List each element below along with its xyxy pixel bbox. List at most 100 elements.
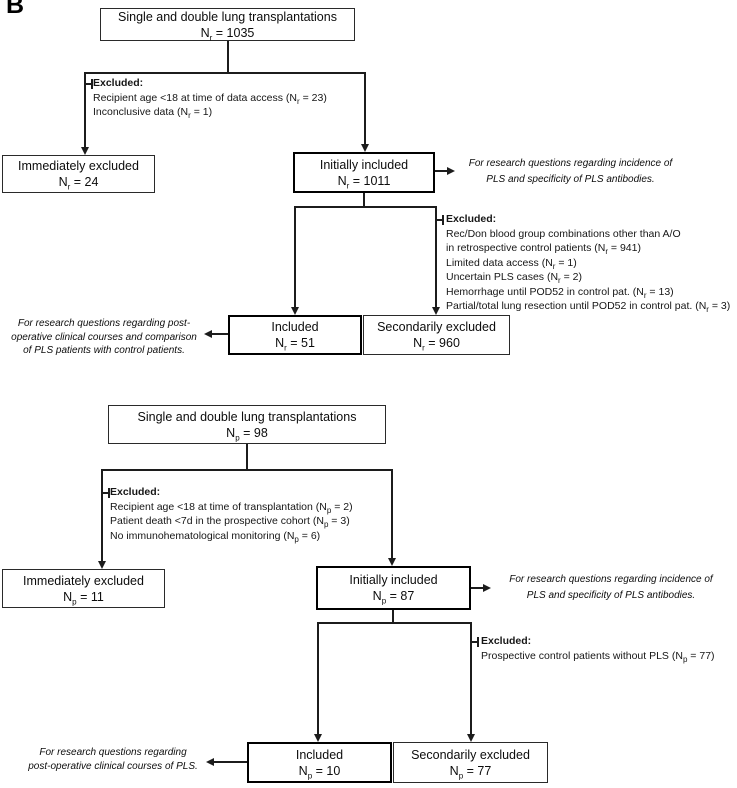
exclusion-item: Limited data access (Nr = 1) — [446, 256, 577, 271]
box-count: Nr = 24 — [58, 175, 99, 192]
box-title: Single and double lung transplantations — [137, 409, 357, 424]
exclusion-header: Excluded: — [93, 77, 144, 89]
note-line: of PLS patients with control patients. — [23, 345, 185, 356]
exclusion-item: Recipient age <18 at time of transplanta… — [110, 500, 353, 515]
connector-line — [318, 622, 472, 624]
connector-line — [471, 587, 483, 589]
box-count: Nr = 51 — [275, 336, 315, 353]
exclusion-tick-icon — [103, 488, 111, 498]
arrowhead-down-icon — [432, 307, 440, 315]
arrowhead-down-icon — [314, 734, 322, 742]
box-count: Np = 98 — [226, 425, 268, 442]
connector-line — [364, 72, 366, 144]
arrowhead-down-icon — [361, 144, 369, 152]
note-line: operative clinical courses and compariso… — [11, 331, 197, 343]
connector-line — [227, 41, 229, 72]
exclusion-header: Excluded: — [446, 213, 497, 225]
arrowhead-down-icon — [388, 558, 396, 566]
research-note-courses: For research questions regarding post- o… — [4, 317, 204, 358]
note-line: post-operative clinical courses of PLS. — [28, 761, 198, 772]
note-line: PLS and specificity of PLS antibodies. — [486, 174, 655, 185]
research-note-incidence: For research questions regarding inciden… — [490, 572, 732, 604]
secondarily-excluded-box: Secondarily excluded Np = 77 — [393, 742, 548, 783]
connector-line — [246, 444, 248, 471]
connector-line — [392, 610, 394, 624]
exclusion-header: Excluded: — [110, 486, 161, 498]
exclusion-item: Patient death <7d in the prospective coh… — [110, 515, 350, 530]
immediately-excluded-box: Immediately excluded Nr = 24 — [2, 155, 155, 193]
exclusion-item: Uncertain PLS cases (Nr = 2) — [446, 271, 583, 286]
total-transplantations-box: Single and double lung transplantations … — [108, 405, 386, 444]
initially-included-box: Initially included Nr = 1011 — [293, 152, 435, 193]
exclusion-item: Inconclusive data (Nr = 1) — [93, 106, 213, 121]
connector-line — [435, 206, 437, 307]
immediately-excluded-box: Immediately excluded Np = 11 — [2, 569, 165, 608]
initially-included-box: Initially included Np = 87 — [316, 566, 471, 610]
exclusion-item: No immunohematological monitoring (Np = … — [110, 529, 321, 544]
exclusion-item: Hemorrhage until POD52 in control pat. (… — [446, 285, 674, 300]
note-line: For research questions regarding inciden… — [509, 574, 713, 585]
included-box: Included Nr = 51 — [228, 315, 362, 355]
arrowhead-left-icon — [206, 758, 214, 766]
connector-line — [212, 333, 228, 335]
arrowhead-right-icon — [483, 584, 491, 592]
exclusion-item: Rec/Don blood group combinations other t… — [446, 227, 681, 240]
box-title: Immediately excluded — [23, 573, 144, 588]
box-title: Immediately excluded — [18, 159, 139, 173]
connector-line — [295, 206, 437, 208]
total-transplantations-box: Single and double lung transplantations … — [100, 8, 355, 42]
connector-line — [102, 469, 393, 471]
note-line: For research questions regarding — [39, 747, 187, 758]
exclusion-item: in retrospective control patients (Nr = … — [446, 242, 641, 257]
connector-line — [363, 193, 365, 208]
arrowhead-left-icon — [204, 330, 212, 338]
exclusion-header: Excluded: — [481, 635, 532, 647]
exclusion-criteria-list: Excluded: Recipient age <18 at time of t… — [110, 485, 353, 543]
connector-line — [470, 622, 472, 734]
secondarily-excluded-box: Secondarily excluded Nr = 960 — [363, 315, 510, 355]
note-line: For research questions regarding inciden… — [468, 158, 673, 169]
connector-line — [101, 469, 103, 561]
panel-label: B — [6, 0, 25, 19]
exclusion-item: Prospective control patients without PLS… — [481, 649, 715, 664]
exclusion-item: Partial/total lung resection until POD52… — [446, 300, 731, 315]
box-count: Np = 87 — [372, 589, 415, 606]
box-title: Included — [295, 747, 344, 762]
connector-line — [435, 170, 447, 172]
box-title: Included — [271, 320, 319, 334]
arrowhead-down-icon — [98, 561, 106, 569]
connector-line — [317, 622, 319, 734]
exclusion-tick-icon — [472, 637, 480, 647]
exclusion-tick-icon — [437, 215, 445, 225]
connector-line — [294, 206, 296, 307]
box-count: Nr = 1035 — [200, 25, 255, 42]
exclusion-item: Recipient age <18 at time of data access… — [93, 91, 327, 106]
exclusion-tick-icon — [86, 79, 94, 89]
note-line: For research questions regarding post- — [17, 318, 191, 329]
connector-line — [391, 469, 393, 558]
connector-line — [84, 72, 86, 147]
arrowhead-right-icon — [447, 167, 455, 175]
exclusion-criteria-list: Excluded: Recipient age <18 at time of d… — [93, 76, 327, 120]
arrowhead-down-icon — [81, 147, 89, 155]
box-count: Np = 11 — [63, 589, 104, 606]
note-line: PLS and specificity of PLS antibodies. — [526, 590, 696, 601]
arrowhead-down-icon — [291, 307, 299, 315]
exclusion-criteria-list: Excluded: Prospective control patients w… — [481, 634, 715, 663]
box-count: Np = 77 — [449, 763, 492, 780]
research-note-incidence: For research questions regarding inciden… — [452, 156, 689, 188]
connector-line — [85, 72, 366, 74]
box-count: Np = 10 — [298, 763, 341, 780]
box-title: Initially included — [349, 573, 438, 587]
included-box: Included Np = 10 — [247, 742, 392, 783]
box-count: Nr = 1011 — [337, 173, 391, 190]
box-title: Secondarily excluded — [377, 320, 496, 334]
research-note-courses: For research questions regarding post-op… — [20, 746, 206, 774]
box-title: Secondarily excluded — [411, 747, 530, 762]
connector-line — [214, 761, 247, 763]
box-count: Nr = 960 — [413, 336, 460, 353]
arrowhead-down-icon — [467, 734, 475, 742]
exclusion-criteria-list: Excluded: Rec/Don blood group combinatio… — [446, 212, 730, 314]
box-title: Initially included — [319, 157, 409, 172]
